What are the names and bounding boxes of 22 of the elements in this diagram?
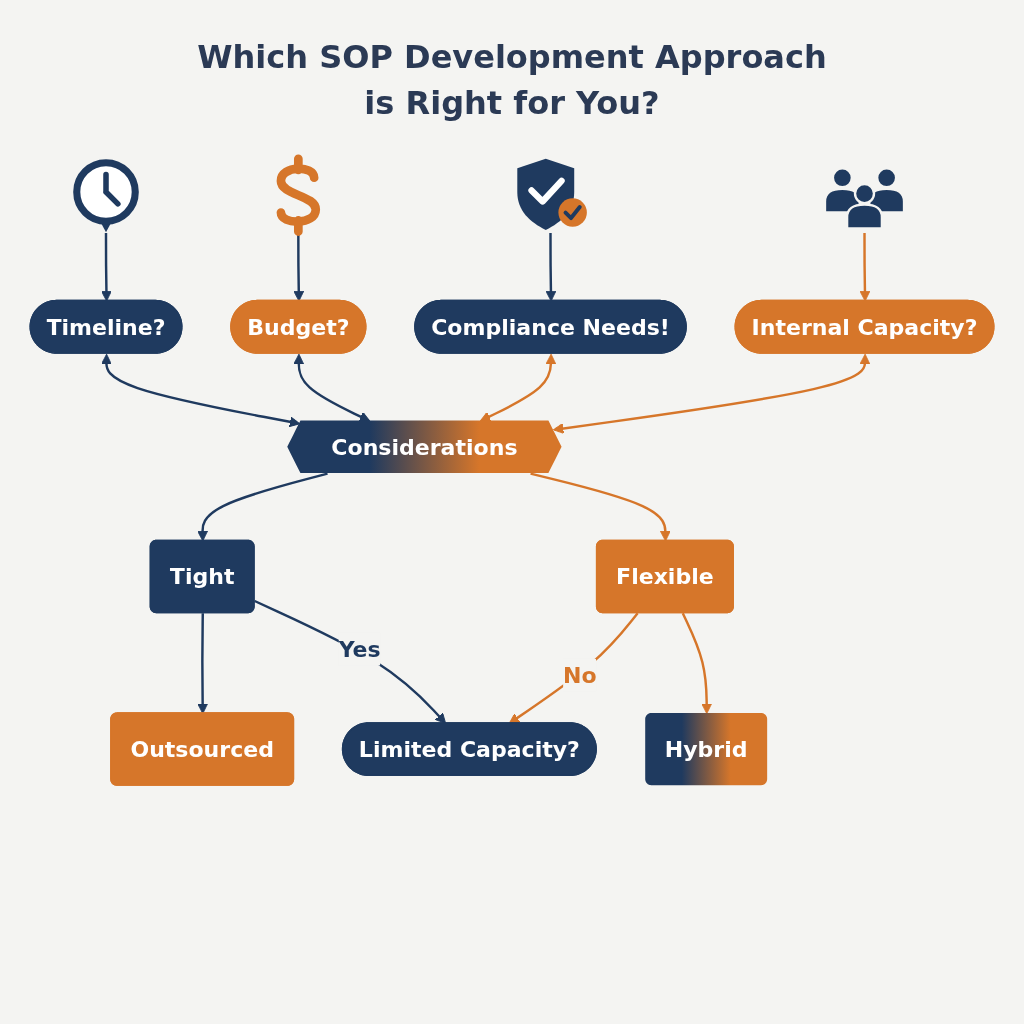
- question-pill: Timeline?: [29, 299, 183, 354]
- arrow: [101, 232, 112, 302]
- arrow: [552, 353, 871, 434]
- title: Which SOP Development Approach is Right for You?: [196, 37, 828, 125]
- question-pill: Limited Capacity?: [341, 721, 597, 776]
- arrow: [859, 232, 871, 302]
- arrow: [197, 472, 328, 542]
- arrow: [530, 472, 671, 542]
- arrow: [197, 612, 209, 714]
- arrow: [293, 353, 371, 422]
- question-pill: Compliance Needs!: [414, 299, 687, 354]
- arrow: [545, 232, 557, 302]
- question-pill: Internal Capacity?: [734, 299, 995, 354]
- arrow: [681, 612, 713, 714]
- result-box: Outsourced: [110, 712, 295, 786]
- result-box: Hybrid: [645, 712, 768, 785]
- option-box: Tight: [149, 539, 255, 613]
- option-box: Flexible: [595, 539, 734, 613]
- question-pill: Budget?: [230, 299, 367, 354]
- arrow: [479, 353, 557, 422]
- hub-hexagon: Considerations: [287, 420, 562, 473]
- arrow: [101, 353, 301, 427]
